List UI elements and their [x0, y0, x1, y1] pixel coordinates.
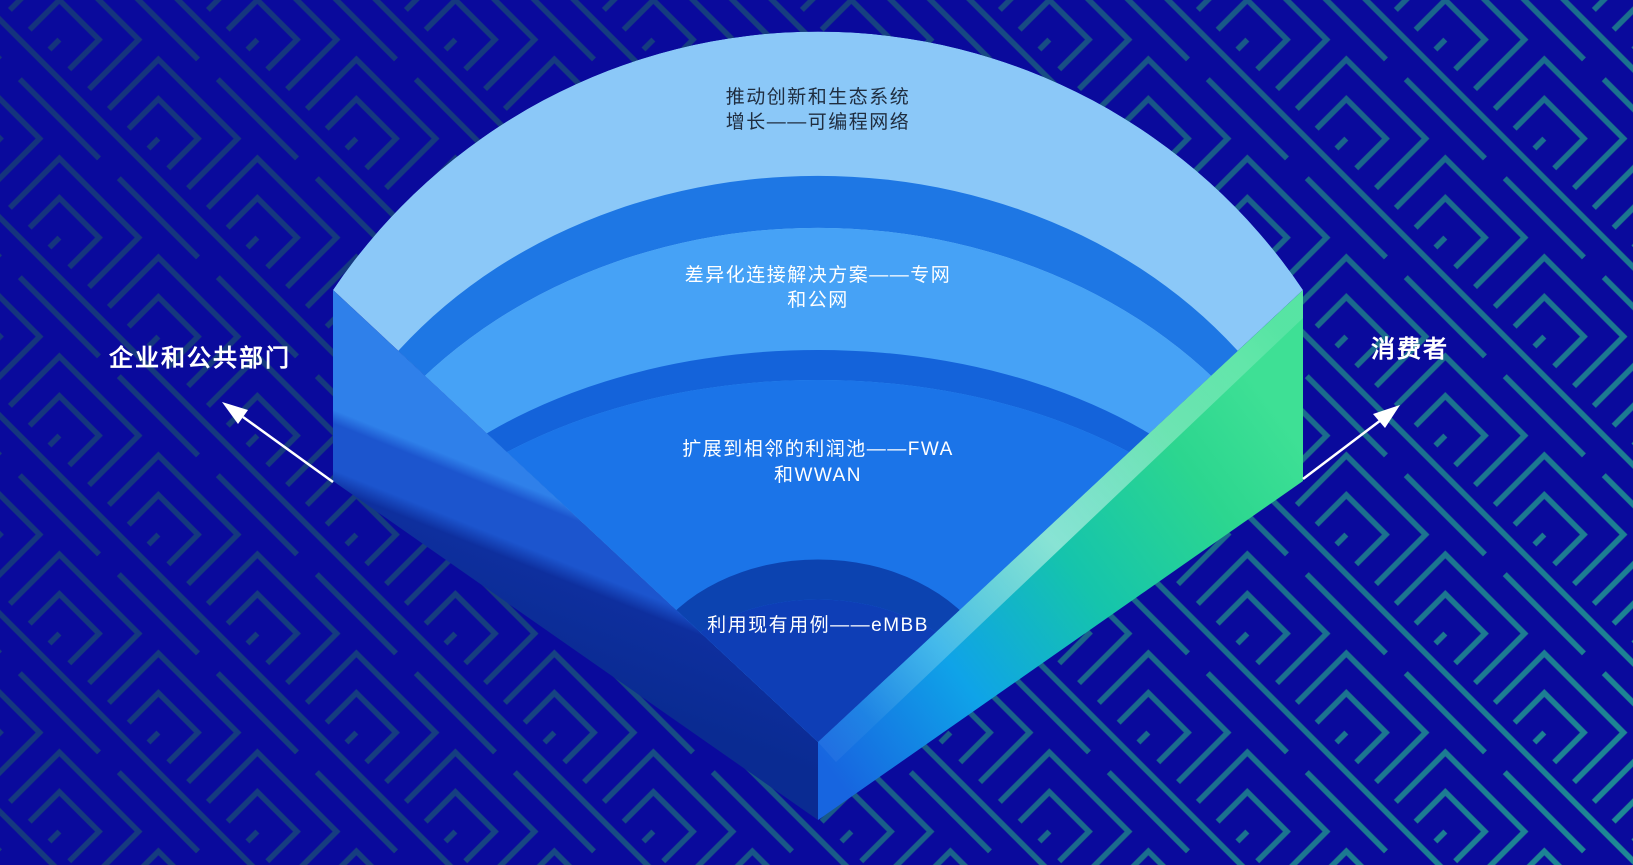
wedge-left-face	[333, 290, 818, 820]
annotation-enterprise: 企业和公共部门	[109, 344, 334, 484]
enterprise-arrow-line	[242, 415, 334, 484]
ring-label-differentiated-line2: 和公网	[787, 289, 849, 311]
ring-label-differentiated-line1: 差异化连接解决方案——专网	[685, 264, 952, 286]
wedge-right-face-highlight	[818, 290, 1303, 762]
step-wall-middle	[391, 349, 1245, 541]
ring-label-programmable-line2: 增长——可编程网络	[726, 111, 911, 133]
ring-labels: 推动创新和生态系统 增长——可编程网络 差异化连接解决方案——专网 和公网 扩展…	[682, 86, 954, 636]
ring-label-adjacent-line1: 扩展到相邻的利润池——FWA	[682, 438, 954, 460]
ring-label-programmable-line1: 推动创新和生态系统	[726, 86, 911, 108]
step-wall-outer	[361, 175, 1275, 451]
ring-label-adjacent-line2: 和WWAN	[774, 464, 862, 486]
consumer-arrow-head-icon	[1373, 405, 1400, 428]
enterprise-label: 企业和公共部门	[109, 344, 291, 372]
consumer-label: 消费者	[1371, 335, 1449, 363]
annotation-consumer: 消费者	[1302, 335, 1449, 480]
enterprise-arrow-head-icon	[222, 402, 248, 424]
ring-label-embb: 利用现有用例——eMBB	[707, 614, 929, 636]
step-wall-inner	[650, 559, 986, 682]
consumer-arrow-line	[1302, 419, 1382, 480]
